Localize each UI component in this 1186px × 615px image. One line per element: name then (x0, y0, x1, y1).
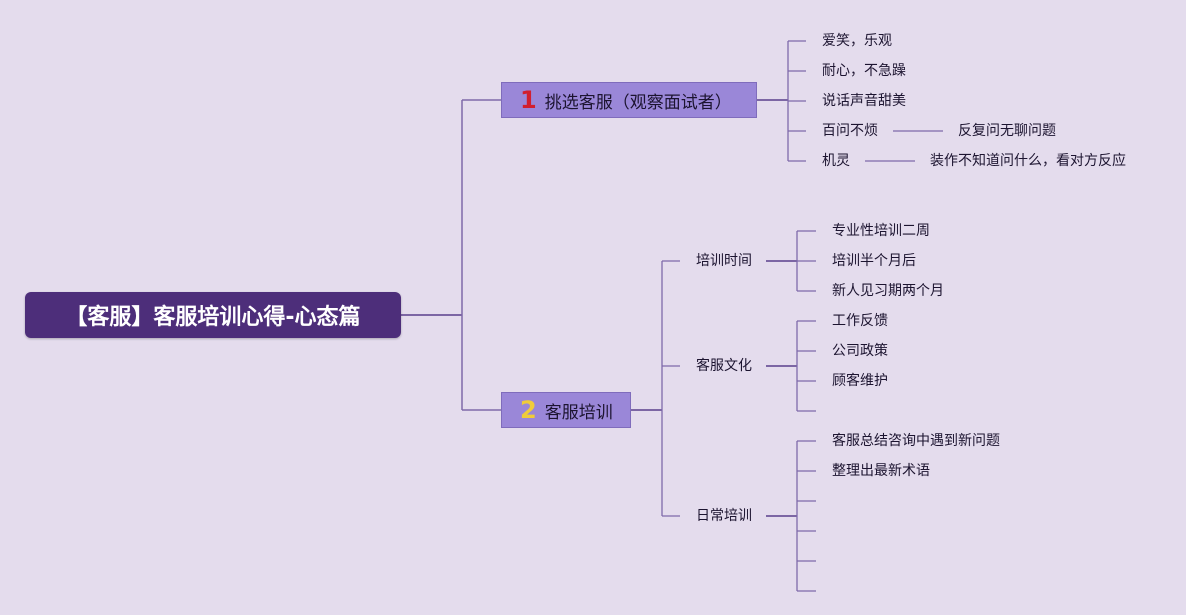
group-item[interactable]: 公司政策 (832, 343, 888, 359)
group-item[interactable]: 客服总结咨询中遇到新问题 (832, 433, 1000, 449)
branch1-item-detail[interactable]: 反复问无聊问题 (958, 123, 1056, 139)
branch-select-staff[interactable]: 1 挑选客服（观察面试者） (501, 82, 757, 118)
branch-label-staff-training: 客服培训 (544, 402, 613, 423)
root-node[interactable]: 【客服】客服培训心得-心态篇 (25, 292, 401, 338)
branch-number-2: 2 (520, 396, 537, 424)
branch1-item[interactable]: 百问不烦 (822, 123, 878, 139)
group-item[interactable]: 新人见习期两个月 (832, 283, 944, 299)
group-item[interactable]: 工作反馈 (832, 313, 888, 329)
group-label[interactable]: 日常培训 (696, 508, 752, 524)
branch1-item[interactable]: 说话声音甜美 (822, 93, 906, 109)
root-label: 【客服】客服培训心得-心态篇 (65, 305, 361, 330)
group-item[interactable]: 整理出最新术语 (832, 463, 930, 479)
group-item[interactable]: 顾客维护 (832, 373, 888, 389)
branch1-item-detail[interactable]: 装作不知道问什么，看对方反应 (930, 153, 1126, 169)
group-label[interactable]: 培训时间 (696, 253, 752, 269)
branch-number-1: 1 (520, 86, 537, 114)
group-label[interactable]: 客服文化 (696, 358, 752, 374)
branch1-item[interactable]: 机灵 (822, 153, 850, 169)
branch1-item[interactable]: 耐心，不急躁 (822, 63, 906, 79)
branch-label-select-staff: 挑选客服（观察面试者） (544, 92, 732, 113)
group-item[interactable]: 专业性培训二周 (832, 223, 930, 239)
group-item[interactable]: 培训半个月后 (832, 253, 916, 269)
branch1-item[interactable]: 爱笑，乐观 (822, 33, 892, 49)
branch-staff-training[interactable]: 2 客服培训 (501, 392, 631, 428)
